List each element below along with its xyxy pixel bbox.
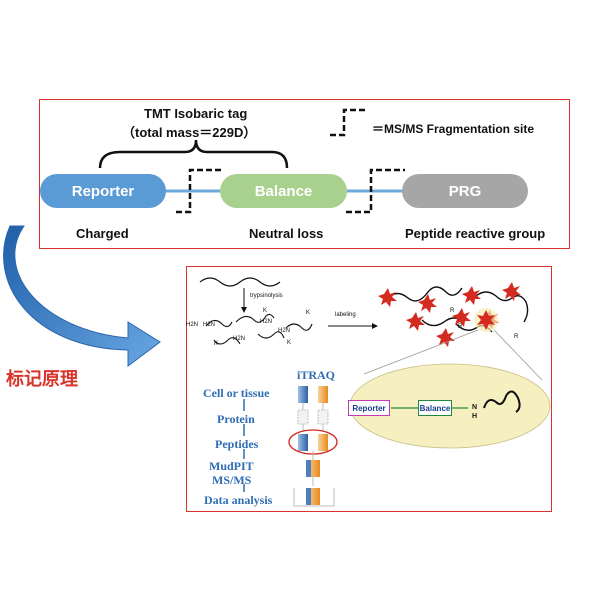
fragmentation-site-2 bbox=[346, 168, 405, 214]
h2n-label: H2N bbox=[203, 322, 216, 328]
fragmentation-site-1 bbox=[176, 168, 222, 214]
curved-arrow bbox=[3, 225, 161, 367]
k-label: K bbox=[287, 340, 292, 346]
inset-n-label: N bbox=[472, 404, 478, 411]
step-mudpit: MudPIT bbox=[209, 459, 254, 473]
k-label: K bbox=[263, 308, 268, 314]
h2n-label: H2N bbox=[278, 328, 291, 334]
r-label: R bbox=[514, 334, 519, 340]
fragmentation-legend-symbol bbox=[330, 108, 366, 137]
peptide-fragment bbox=[257, 331, 285, 339]
itraq-workflow-panel bbox=[186, 266, 552, 512]
tmt-structure-panel bbox=[39, 99, 570, 249]
balance-block: Balance bbox=[220, 174, 347, 208]
trypsinolysis-label: trypsinolysis bbox=[250, 293, 283, 299]
labeling-principle-label: 标记原理 bbox=[6, 369, 78, 390]
peptide-fragment bbox=[235, 313, 275, 323]
peptide-fragment bbox=[213, 337, 241, 345]
itraq-sample-a-1 bbox=[298, 386, 308, 403]
peptide-reactive-label: Peptide reactive group bbox=[405, 226, 546, 241]
step-cell-or-tissue: Cell or tissue bbox=[203, 386, 270, 400]
ms-legend-text: ＝MS/MS Fragmentation site bbox=[372, 122, 535, 136]
tag-brace bbox=[98, 139, 289, 169]
labeling-highlight-oval bbox=[288, 429, 338, 455]
tag-mass: （total mass＝229D） bbox=[122, 125, 257, 140]
step-peptides: Peptides bbox=[215, 437, 259, 451]
labeled-peptide bbox=[385, 286, 463, 302]
tag-bursts bbox=[378, 282, 521, 347]
h2n-label: H2N bbox=[233, 336, 246, 342]
reporter-block: Reporter bbox=[40, 174, 166, 208]
peptide-fragment bbox=[205, 319, 233, 328]
neutral-loss-label: Neutral loss bbox=[249, 226, 324, 241]
itraq-sample-b-1 bbox=[318, 386, 328, 403]
itraq-sample-a-3 bbox=[298, 434, 308, 451]
inset-h-label: H bbox=[472, 413, 478, 420]
protein-chain bbox=[199, 277, 281, 287]
inset-balance-box: Balance bbox=[418, 400, 452, 416]
prg-block: PRG bbox=[402, 174, 528, 208]
inset-peptide-chain bbox=[483, 390, 521, 413]
charged-label: Charged bbox=[76, 226, 129, 241]
step-ms-ms: MS/MS bbox=[212, 473, 252, 487]
h2n-label: H2N bbox=[260, 319, 273, 325]
step-protein: Protein bbox=[217, 412, 255, 426]
step-data-analysis: Data analysis bbox=[204, 493, 273, 507]
inset-reporter-box: Reporter bbox=[348, 400, 390, 416]
labeling-arrow-label: labeling bbox=[335, 312, 356, 318]
itraq-sample-b-2 bbox=[317, 409, 329, 425]
h2n-label: H2N bbox=[186, 322, 199, 328]
itraq-sample-b-3 bbox=[318, 434, 328, 451]
tag-title: TMT Isobaric tag bbox=[144, 106, 248, 121]
itraq-sample-a-2 bbox=[297, 409, 309, 425]
itraq-title: iTRAQ bbox=[297, 368, 336, 382]
peptide-fragment bbox=[285, 323, 313, 331]
k-label: K bbox=[306, 310, 311, 316]
k-label: K bbox=[214, 341, 219, 347]
r-label: R bbox=[458, 324, 463, 330]
r-label: R bbox=[450, 308, 455, 314]
